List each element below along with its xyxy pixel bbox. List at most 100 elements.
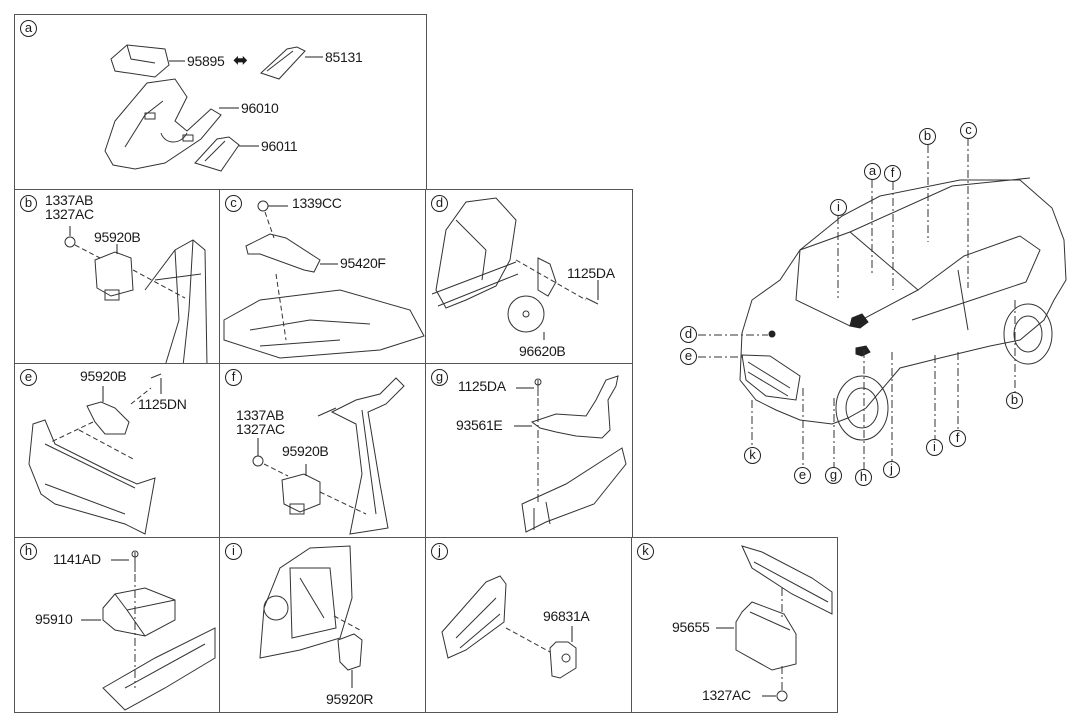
nut-1339CC: [257, 200, 269, 212]
panel-g-badge: g: [431, 369, 448, 386]
panel-e: e 95920B 1125DN: [14, 363, 221, 539]
part-label-1337AB: 1337AB: [236, 407, 285, 423]
double-arrow-icon: ⬌: [233, 50, 249, 70]
part-label-95420F: 95420F: [340, 255, 386, 271]
vehicle-callout-i-bottom: i: [926, 439, 943, 456]
panel-g: g 1125DA 93561E: [425, 363, 633, 539]
vehicle-callout-e-bottom: e: [794, 467, 811, 484]
panel-k-illustration: [716, 545, 833, 702]
part-label-95920R: 95920R: [326, 691, 374, 707]
part-label-96831A: 96831A: [543, 608, 590, 624]
windshield-outline: [795, 231, 919, 327]
panel-d: d 1125DA 96620B: [425, 189, 633, 365]
part-label-95920B: 95920B: [282, 443, 329, 459]
part-label-93561E: 93561E: [456, 417, 503, 433]
nut-1327AC: [776, 690, 788, 702]
vehicle-callout-i-top: i: [830, 199, 847, 216]
vehicle-callout-g: g: [825, 467, 842, 484]
vehicle-body-outline: [739, 179, 1067, 425]
front-wheel: [835, 375, 889, 441]
part-label-95910: 95910: [35, 611, 73, 627]
component-blob-h: [855, 345, 871, 357]
vehicle-callout-f-bottom: f: [949, 430, 966, 447]
sensor-95920B-shape: [94, 251, 134, 297]
panel-i-badge: i: [225, 543, 242, 560]
part-label-95655: 95655: [672, 619, 710, 635]
part-96010-shape: [104, 78, 222, 170]
bracket-93561E-shape: [530, 375, 619, 439]
side-window-outline: [911, 235, 1041, 321]
vehicle-callout-h: h: [855, 469, 872, 486]
panel-f-badge: f: [225, 369, 242, 386]
sensor-95420F-shape: [245, 233, 321, 273]
part-label-1141AD: 1141AD: [53, 551, 101, 567]
front-grille-outline: [741, 354, 801, 401]
part-label-1327AC: 1327AC: [236, 421, 285, 437]
vehicle-callout-b-roof: b: [919, 128, 936, 145]
fender-apron-shape: [435, 197, 517, 309]
part-label-1339CC: 1339CC: [292, 195, 342, 211]
vehicle-callout-c: c: [960, 122, 977, 139]
horn-96620B-shape: [507, 295, 545, 333]
part-label-1327AC: 1327AC: [45, 206, 94, 222]
front-bumper-beam-shape: [741, 545, 833, 615]
panel-i-illustration: [259, 545, 363, 688]
center-pillar-shape: [330, 377, 405, 535]
sensor-95920R-shape: [337, 633, 363, 671]
panel-d-badge: d: [431, 195, 448, 212]
part-label-1337AB: 1337AB: [45, 192, 94, 208]
panel-i: i 95920R: [219, 537, 427, 713]
acu-95910-shape: [102, 587, 176, 637]
panel-a-badge: a: [20, 20, 37, 37]
part-label-85131: 85131: [325, 49, 363, 65]
panel-b: b 1337AB 1327AC 95920B: [14, 189, 221, 366]
bolt-1125DN: [150, 373, 162, 379]
panel-a-illustration: [104, 44, 323, 172]
vehicle-callout-f-top: f: [884, 165, 901, 182]
vehicle-callout-d: d: [680, 326, 697, 343]
vehicle-callout-e-left: e: [680, 348, 697, 365]
part-label-1327AC: 1327AC: [702, 687, 751, 703]
bolt-1125DA: [585, 297, 599, 305]
horn-bracket-shape: [537, 257, 557, 297]
body-panel-shape: [144, 239, 208, 366]
sensor-96831A-shape: [549, 641, 577, 679]
panel-k: k 95655 1327AC: [631, 537, 838, 713]
sensor-95920B-shape: [281, 473, 321, 513]
panel-c: c 1339CC 95420F: [219, 189, 427, 365]
panel-j-badge: j: [431, 543, 448, 560]
part-label-1125DA: 1125DA: [567, 265, 615, 281]
radiator-support-shape: [28, 419, 156, 535]
floor-tunnel-shape: [102, 627, 216, 711]
panel-j: j 96831A: [425, 537, 633, 713]
part-label-95920B: 95920B: [94, 229, 141, 245]
panel-e-badge: e: [20, 369, 37, 386]
sensor-95920B-shape: [86, 401, 130, 435]
vehicle-callout-a: a: [864, 163, 881, 180]
panel-e-illustration: [28, 373, 162, 535]
radar-95655-shape: [735, 601, 797, 671]
part-label-1125DN: 1125DN: [138, 396, 187, 412]
panel-d-illustration: [431, 197, 599, 340]
bracket-mount-shape: [441, 575, 507, 659]
part-label-95920B: 95920B: [80, 368, 127, 384]
panel-h-illustration: [81, 550, 216, 711]
part-85131-shape: [260, 46, 306, 80]
panel-c-badge: c: [225, 195, 242, 212]
panel-h-badge: h: [20, 543, 37, 560]
part-label-96011: 96011: [261, 138, 298, 154]
rear-wheel: [1003, 303, 1053, 365]
panel-h: h 1141AD 95910: [14, 537, 221, 713]
panel-a: a 95895 ⬌ 85131 96010 96011: [14, 14, 427, 191]
front-side-member-shape: [521, 447, 627, 533]
nut-1337AB: [64, 236, 76, 248]
panel-b-badge: b: [20, 195, 37, 212]
part-label-95895: 95895: [187, 53, 225, 69]
panel-f-illustration: [252, 377, 405, 535]
vehicle-callout-j: j: [883, 461, 900, 478]
part-label-1125DA: 1125DA: [458, 378, 506, 394]
panel-b-illustration: [64, 226, 208, 366]
vehicle-callout-b-rear: b: [1006, 392, 1023, 409]
panel-k-badge: k: [637, 543, 654, 560]
component-blob-a: [849, 313, 869, 329]
